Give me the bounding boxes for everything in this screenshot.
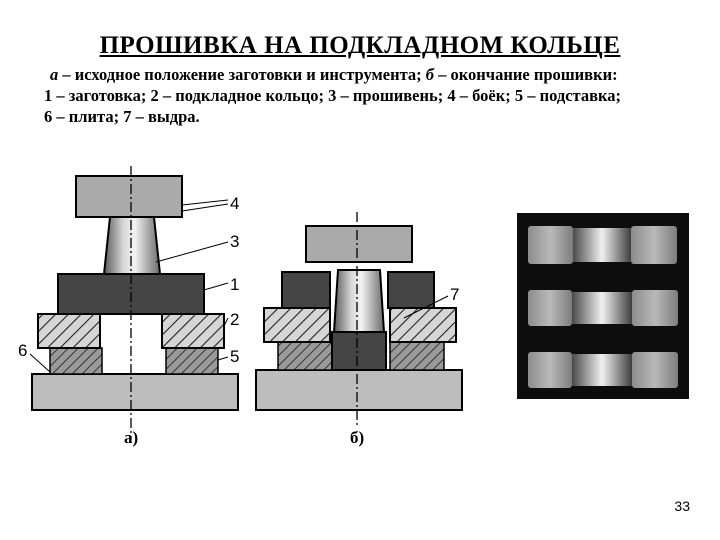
blank-left-b <box>281 271 331 309</box>
diagram-b <box>255 212 463 428</box>
photo-ring-2 <box>528 290 678 326</box>
punch-b <box>332 269 386 333</box>
support-right-a <box>165 347 219 375</box>
caption-a-text: – исходное положение заготовки и инструм… <box>58 65 426 84</box>
support-left-b <box>277 341 333 371</box>
ram-b <box>305 225 413 263</box>
ring-right-b <box>389 307 457 343</box>
label-3: 3 <box>230 232 239 251</box>
ring-right-a <box>161 313 225 349</box>
photo-ring-3 <box>528 352 678 388</box>
label-1: 1 <box>230 275 239 294</box>
caption-b-text: – окончание прошивки: <box>434 65 618 84</box>
plate-a <box>31 373 239 411</box>
support-right-b <box>389 341 445 371</box>
caption-a-letter: а <box>50 65 59 84</box>
slide-title: ПРОШИВКА НА ПОДКЛАДНОМ КОЛЬЦЕ <box>99 32 621 59</box>
blank-right-b <box>387 271 435 309</box>
figure-caption: а – исходное положение заготовки и инстр… <box>44 64 694 127</box>
photo-ring-1 <box>528 226 677 264</box>
ring-left-b <box>263 307 331 343</box>
caption-b-letter: б <box>425 65 434 84</box>
slug-b <box>331 331 387 371</box>
page-number: 33 <box>674 498 690 514</box>
label-5: 5 <box>230 347 239 366</box>
label-2: 2 <box>230 310 239 329</box>
label-7: 7 <box>450 285 459 304</box>
plate-b <box>255 369 463 411</box>
caption-b: б) <box>350 428 364 447</box>
caption-line-3: 6 – плита; 7 – выдра. <box>44 107 200 126</box>
caption-a: а) <box>124 428 138 447</box>
support-left-a <box>49 347 103 375</box>
ram-a <box>75 175 183 218</box>
ring-left-a <box>37 313 101 349</box>
label-6: 6 <box>18 341 27 360</box>
caption-line-1: а – исходное положение заготовки и инстр… <box>44 64 694 85</box>
label-4: 4 <box>230 194 239 213</box>
punch-a <box>102 216 162 275</box>
caption-line-2: 1 – заготовка; 2 – подкладное кольцо; 3 … <box>44 86 621 105</box>
diagram-a <box>29 166 239 440</box>
forged-rings-photo <box>517 213 689 399</box>
